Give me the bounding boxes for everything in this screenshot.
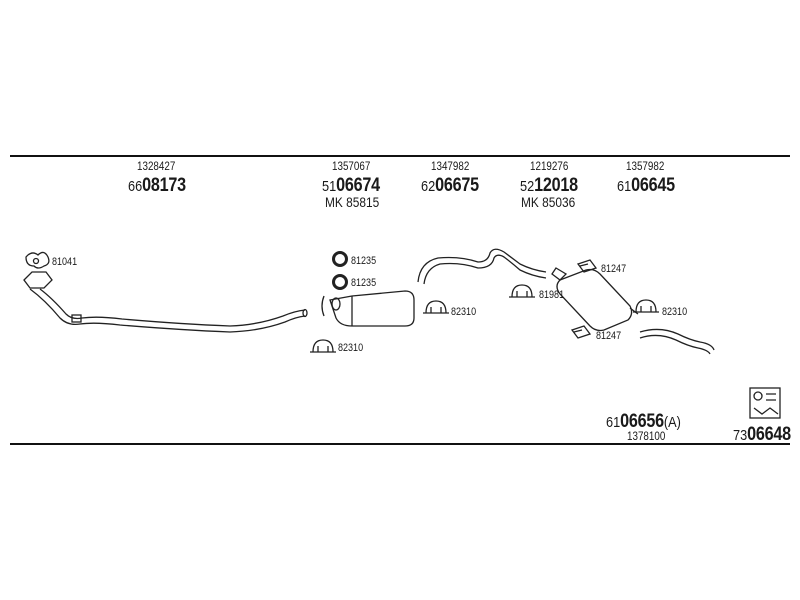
kit-box-icon: [749, 387, 781, 419]
set-code: 6106656(A): [606, 411, 681, 432]
ref-number-3: 1347982: [431, 159, 470, 173]
part-code-3: 6206675: [421, 175, 479, 196]
middle-silencer-icon: [321, 290, 415, 327]
part-label-81247-bottom: 81247: [596, 330, 622, 342]
bottom-rule: [10, 443, 790, 445]
ring-icon: [332, 251, 348, 267]
ref-number-4: 1219276: [530, 159, 569, 173]
clamp-icon: [310, 339, 336, 353]
gasket-icon: [25, 251, 50, 269]
rear-silencer-icon: [551, 267, 639, 332]
ring-icon: [332, 274, 348, 290]
set-ref-number: 1378100: [627, 429, 666, 443]
part-label-82310-left: 82310: [338, 342, 364, 354]
part-label-81247-top: 81247: [601, 263, 627, 275]
mk-number-2: MK 85815: [325, 194, 380, 210]
kit-code: 7306648: [733, 424, 791, 445]
intermediate-pipe-icon: [417, 248, 547, 285]
part-label-81041: 81041: [52, 256, 78, 268]
part-code-4: 5212018: [520, 175, 578, 196]
part-label-81235-b: 81235: [351, 277, 377, 289]
part-code-1: 6608173: [128, 175, 186, 196]
part-code-5: 6106645: [617, 175, 675, 196]
tail-pipe-icon: [639, 328, 715, 355]
part-label-82310-middle: 82310: [451, 306, 477, 318]
clamp-icon: [509, 284, 535, 298]
ref-number-2: 1357067: [332, 159, 371, 173]
mount-icon: [570, 325, 592, 339]
top-rule: [10, 155, 790, 157]
ref-number-1: 1328427: [137, 159, 176, 173]
clamp-icon: [423, 300, 449, 314]
part-label-82310-right: 82310: [662, 306, 688, 318]
ref-number-5: 1357982: [626, 159, 665, 173]
front-pipe-icon: [23, 271, 308, 333]
part-label-81981: 81981: [539, 289, 565, 301]
part-label-81235-a: 81235: [351, 255, 377, 267]
clamp-icon: [633, 299, 659, 313]
mk-number-4: MK 85036: [521, 194, 576, 210]
part-code-2: 5106674: [322, 175, 380, 196]
mount-icon: [576, 259, 598, 273]
